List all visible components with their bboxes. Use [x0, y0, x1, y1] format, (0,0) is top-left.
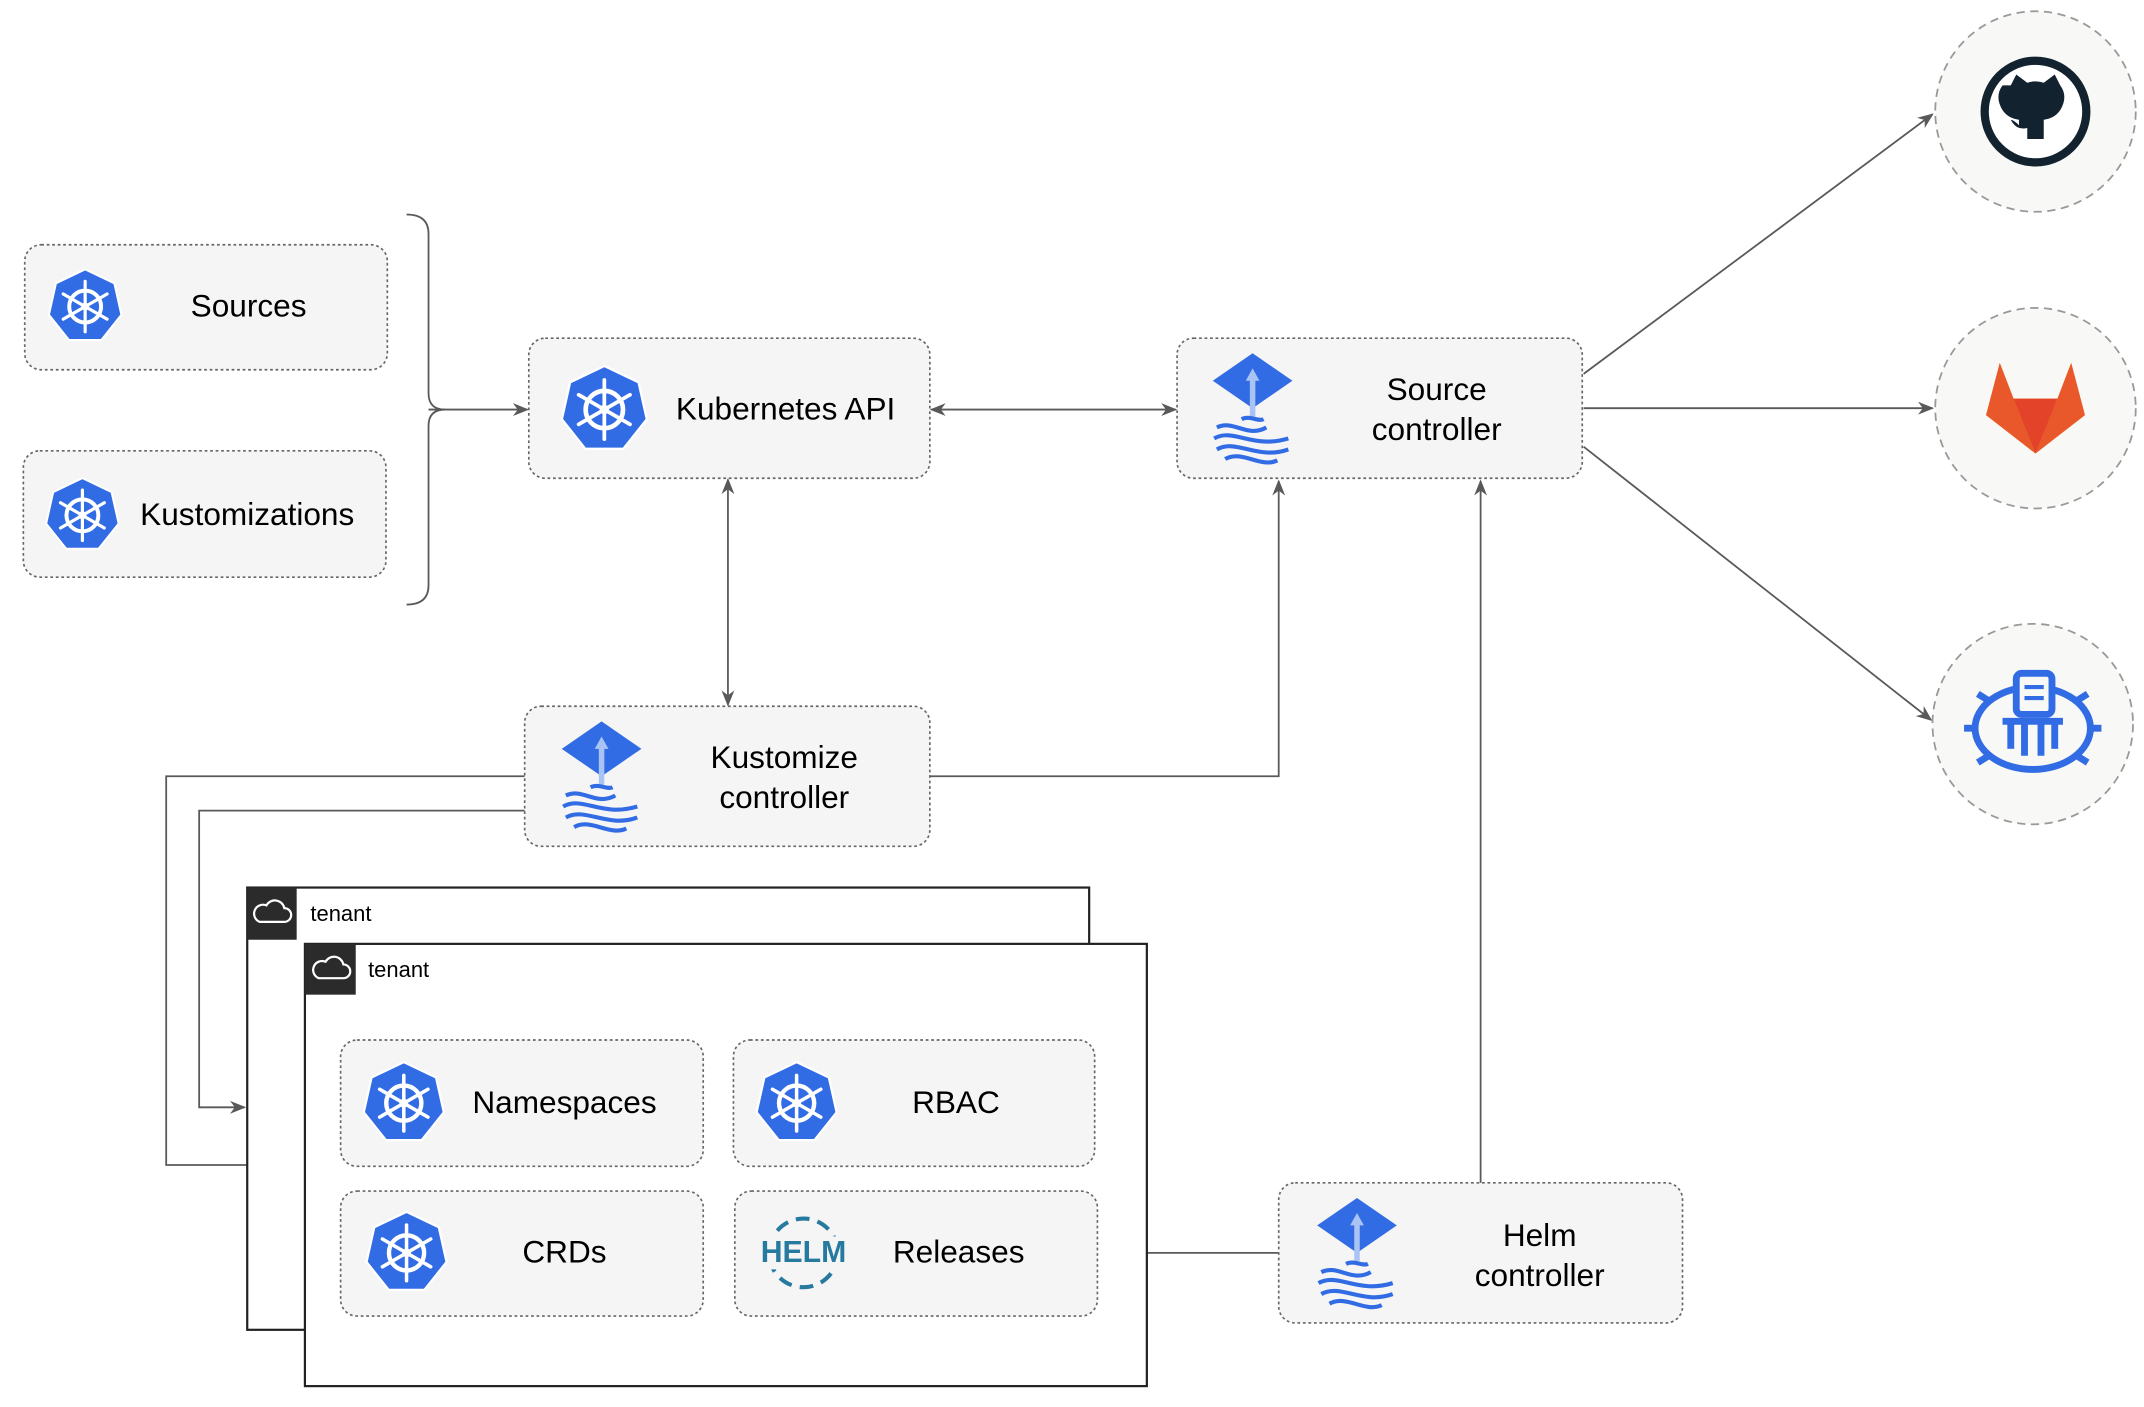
sources-node[interactable]: Sources	[23, 243, 389, 371]
edge-source-to-github	[1583, 113, 1934, 375]
rbac-node[interactable]: RBAC	[732, 1039, 1096, 1168]
helm-logo-text: HELM	[761, 1236, 847, 1269]
kustomizations-label: Kustomizations	[140, 496, 354, 532]
edge-kustomize-to-tenant-back	[198, 809, 525, 1114]
gitlab-node[interactable]	[1934, 307, 2137, 510]
kustomize-controller-node[interactable]: Kustomize controller	[523, 705, 931, 848]
helm-controller-label-line1: Helm	[1503, 1217, 1577, 1253]
namespaces-node[interactable]: Namespaces	[339, 1039, 705, 1168]
github-icon	[1980, 56, 2091, 167]
tenant-label: tenant	[310, 901, 371, 926]
rbac-label: RBAC	[912, 1084, 1000, 1120]
source-controller-node[interactable]: Source controller	[1176, 337, 1584, 480]
kubernetes-api-node[interactable]: Kubernetes API	[527, 337, 931, 480]
github-node[interactable]	[1934, 10, 2137, 213]
helm-controller-node[interactable]: Helm controller	[1277, 1182, 1684, 1324]
edge-kustomize-to-tenant-front	[165, 775, 525, 1172]
kubernetes-api-label: Kubernetes API	[676, 390, 895, 426]
crds-label: CRDs	[522, 1234, 606, 1270]
bucket-node[interactable]	[1931, 622, 2134, 826]
source-controller-label-line1: Source	[1387, 371, 1487, 407]
gitlab-icon	[1986, 362, 2085, 454]
tenant-label: tenant	[368, 957, 429, 982]
releases-label: Releases	[893, 1234, 1025, 1270]
helm-controller-label-line2: controller	[1475, 1257, 1605, 1293]
edge-source-to-bucket	[1583, 445, 1933, 721]
kustomizations-node[interactable]: Kustomizations	[22, 449, 387, 578]
helm-icon: HELM	[758, 1216, 849, 1290]
edge-kustomize-to-source	[929, 479, 1286, 778]
bucket-icon	[1964, 669, 2102, 773]
sources-label: Sources	[191, 287, 307, 323]
releases-node[interactable]: HELM Releases	[733, 1190, 1099, 1317]
kustomize-controller-label-line1: Kustomize	[711, 739, 858, 775]
source-controller-label-line2: controller	[1372, 411, 1502, 447]
namespaces-label: Namespaces	[472, 1084, 656, 1120]
kustomize-controller-label-line2: controller	[719, 779, 849, 815]
crds-node[interactable]: CRDs	[339, 1190, 705, 1317]
